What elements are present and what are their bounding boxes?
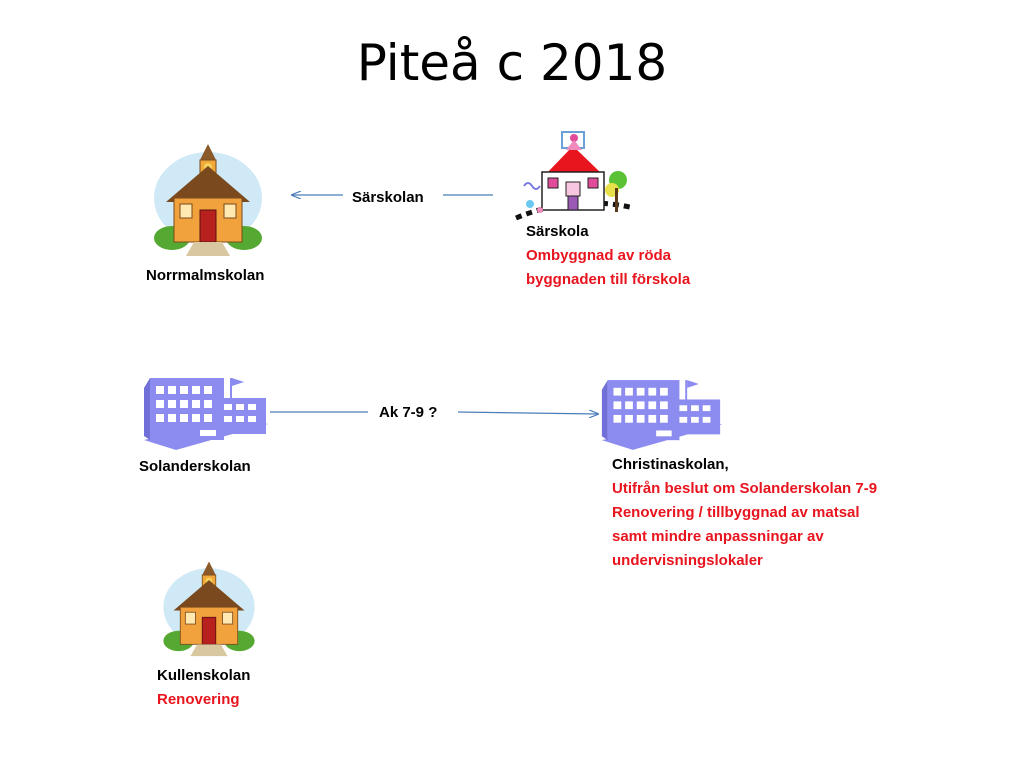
- christinaskolan-label: Christinaskolan,: [612, 453, 729, 477]
- school-house-icon: [150, 140, 266, 258]
- sarskola-label: Särskola: [526, 220, 589, 244]
- norrmalmskolan-label: Norrmalmskolan: [146, 264, 264, 288]
- christinaskolan-note-line3: samt mindre anpassningar av: [612, 525, 824, 549]
- solanderskolan-label: Solanderskolan: [139, 455, 251, 479]
- ak79-arrow: [458, 412, 598, 414]
- sarskola-note-line1: Ombyggnad av röda: [526, 244, 671, 268]
- office-building-icon: [140, 372, 270, 454]
- christinaskolan-note-line1: Utifrån beslut om Solanderskolan 7-9: [612, 477, 877, 501]
- arrow-label-ak79: Ak 7-9 ?: [379, 401, 437, 425]
- christinaskolan-note-line2: Renovering / tillbyggnad av matsal: [612, 501, 860, 525]
- office-building-icon: [598, 374, 724, 454]
- arrow-label-sarskolan: Särskolan: [352, 186, 424, 210]
- kullenskolan-note: Renovering: [157, 688, 240, 712]
- kullenskolan-label: Kullenskolan: [157, 664, 250, 688]
- christinaskolan-note-line4: undervisningslokaler: [612, 549, 763, 573]
- sarskola-note-line2: byggnaden till förskola: [526, 268, 690, 292]
- colorful-school-icon: [514, 130, 636, 222]
- school-house-icon: [160, 558, 258, 658]
